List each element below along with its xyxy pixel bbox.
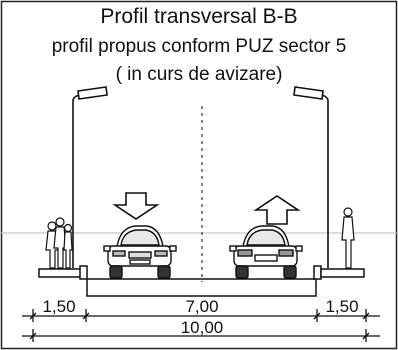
drawing-title: Profil transversal B-B [100,5,298,28]
pedestrian-icon [341,207,355,269]
dimension-line-segments [22,309,380,322]
pedestrians-icon [45,217,73,269]
right-sidewalk [320,268,365,278]
street-lamp-icon [293,86,329,268]
left-sidewalk-width: 1,50 [42,297,75,316]
left-curb [79,265,88,280]
drawing-subtitle: profil propus conform PUZ sector 5 [51,36,347,57]
car-rear-icon [229,225,303,279]
ground-profile [38,265,365,297]
dimension-line-total [22,329,380,342]
direction-down-arrow-icon [112,192,160,220]
car-front-icon [103,225,177,279]
direction-up-arrow-icon [253,195,301,225]
left-sidewalk [38,268,83,278]
approval-status: ( in curs de avizare) [115,64,283,85]
right-sidewalk-width: 1,50 [325,297,358,316]
total-width: 10,00 [181,318,224,337]
roadway-width: 7,00 [185,297,218,316]
roadway-outline [86,279,317,297]
street-lamp-icon [72,86,108,268]
right-curb [313,265,322,280]
